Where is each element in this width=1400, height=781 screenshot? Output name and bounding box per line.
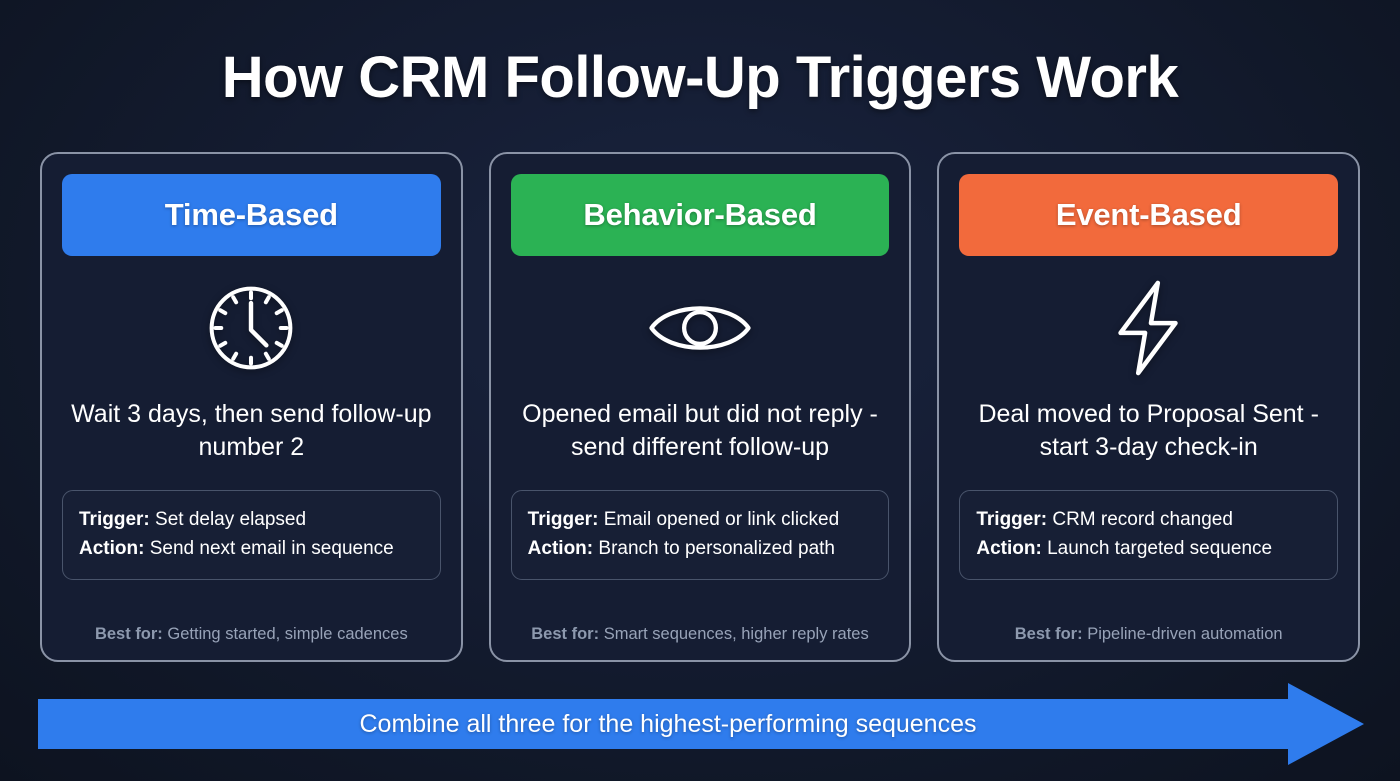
detail-box-time-based: Trigger: Set delay elapsed Action: Send … (62, 490, 441, 580)
best-for-value: Smart sequences, higher reply rates (603, 625, 869, 643)
best-for-label: Best for: (94, 625, 163, 643)
action-label: Action: (976, 538, 1042, 560)
best-for-time-based: Best for: Getting started, simple cadenc… (42, 625, 461, 644)
detail-box-behavior-based: Trigger: Email opened or link clicked Ac… (510, 490, 890, 580)
clock-icon (203, 280, 299, 376)
trigger-label: Trigger: (79, 509, 150, 530)
lightning-bolt-icon (1109, 280, 1189, 376)
card-description-event-based: Deal moved to Proposal Sent - start 3-da… (978, 400, 1319, 461)
action-label: Action: (527, 538, 594, 560)
action-value: Launch targeted sequence (1047, 538, 1273, 560)
trigger-value: CRM record changed (1052, 509, 1233, 530)
trigger-line: Trigger: Email opened or link clicked (528, 505, 873, 534)
action-label: Action: (79, 538, 145, 560)
trigger-value: Set delay elapsed (155, 509, 307, 530)
best-for-event-based: Best for: Pipeline-driven automation (939, 625, 1358, 644)
trigger-line: Trigger: Set delay elapsed (79, 505, 424, 534)
card-badge-behavior-based: Behavior-Based (510, 174, 890, 256)
trigger-line: Trigger: CRM record changed (976, 505, 1321, 534)
action-line: Action: Branch to personalized path (528, 534, 873, 563)
best-for-label: Best for: (531, 625, 600, 643)
trigger-label: Trigger: (976, 509, 1048, 530)
trigger-card-time-based[interactable]: Time-Based (40, 152, 463, 662)
best-for-label: Best for: (1014, 625, 1083, 643)
eye-icon (644, 280, 756, 376)
trigger-cards-row: Time-Based (40, 152, 1361, 662)
page-title: How CRM Follow-Up Triggers Work (221, 45, 1179, 110)
trigger-card-event-based[interactable]: Event-Based Deal moved to Proposal Sent … (937, 152, 1361, 662)
trigger-card-behavior-based[interactable]: Behavior-Based Opened email but did not … (488, 152, 912, 662)
trigger-label: Trigger: (527, 509, 599, 530)
action-line: Action: Launch targeted sequence (976, 534, 1321, 563)
card-description-behavior-based: Opened email but did not reply - send di… (522, 400, 878, 461)
best-for-value: Pipeline-driven automation (1087, 625, 1283, 643)
action-line: Action: Send next email in sequence (79, 534, 424, 563)
summary-arrow-label: Combine all three for the highest-perfor… (359, 709, 977, 738)
best-for-behavior-based: Best for: Smart sequences, higher reply … (491, 625, 910, 644)
best-for-value: Getting started, simple cadences (167, 625, 408, 643)
detail-box-event-based: Trigger: CRM record changed Action: Laun… (959, 490, 1339, 580)
card-badge-time-based: Time-Based (62, 174, 441, 256)
right-arrow-icon (38, 683, 1364, 765)
action-value: Branch to personalized path (598, 538, 835, 560)
trigger-value: Email opened or link clicked (603, 509, 840, 530)
summary-arrow-banner: Combine all three for the highest-perfor… (38, 683, 1364, 765)
card-description-time-based: Wait 3 days, then send follow-up number … (71, 400, 432, 461)
action-value: Send next email in sequence (149, 538, 394, 560)
card-badge-event-based: Event-Based (959, 174, 1339, 256)
